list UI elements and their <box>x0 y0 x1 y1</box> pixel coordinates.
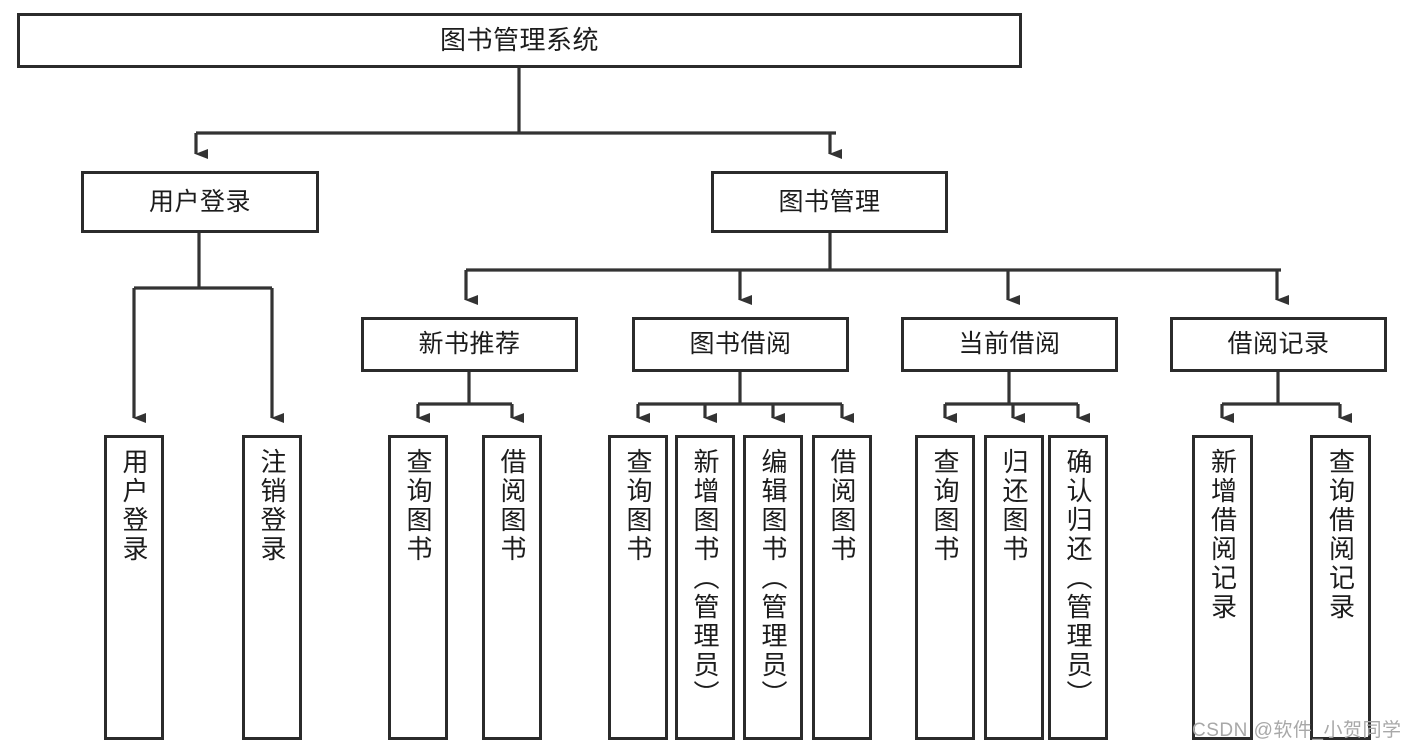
node-leaf-user-login-label: 用户登录 <box>119 448 150 564</box>
node-leaf-query-book-2-label: 查询图书 <box>623 448 654 564</box>
node-leaf-query-record[interactable]: 查询借阅记录 <box>1310 435 1371 740</box>
node-leaf-query-book-1[interactable]: 查询图书 <box>388 435 448 740</box>
node-book-borrow[interactable]: 图书借阅 <box>632 317 849 372</box>
node-leaf-confirm-return[interactable]: 确认归还（管理员） <box>1048 435 1108 740</box>
node-leaf-query-record-label: 查询借阅记录 <box>1325 448 1356 622</box>
node-root-label: 图书管理系统 <box>439 24 599 55</box>
node-leaf-borrow-book-1[interactable]: 借阅图书 <box>482 435 542 740</box>
node-book-manage-label: 图书管理 <box>778 187 881 216</box>
node-leaf-borrow-book-2-label: 借阅图书 <box>827 448 858 564</box>
node-user-login[interactable]: 用户登录 <box>81 171 319 233</box>
node-current-borrow[interactable]: 当前借阅 <box>901 317 1118 372</box>
node-borrow-record[interactable]: 借阅记录 <box>1170 317 1387 372</box>
node-book-borrow-label: 图书借阅 <box>689 330 792 359</box>
node-leaf-logout-label: 注销登录 <box>257 448 288 564</box>
node-leaf-user-login[interactable]: 用户登录 <box>104 435 164 740</box>
node-leaf-add-record-label: 新增借阅记录 <box>1207 448 1238 622</box>
node-user-login-label: 用户登录 <box>148 187 251 216</box>
node-current-borrow-label: 当前借阅 <box>958 330 1061 359</box>
node-borrow-record-label: 借阅记录 <box>1227 330 1330 359</box>
node-new-book-rec-label: 新书推荐 <box>418 330 521 359</box>
node-leaf-borrow-book-2[interactable]: 借阅图书 <box>812 435 872 740</box>
node-leaf-query-book-1-label: 查询图书 <box>403 448 434 564</box>
node-leaf-query-book-3-label: 查询图书 <box>930 448 961 564</box>
node-leaf-query-book-3[interactable]: 查询图书 <box>915 435 975 740</box>
node-leaf-edit-book[interactable]: 编辑图书（管理员） <box>743 435 803 740</box>
node-leaf-logout[interactable]: 注销登录 <box>242 435 302 740</box>
node-leaf-add-book-label: 新增图书（管理员） <box>690 448 721 709</box>
node-leaf-add-record[interactable]: 新增借阅记录 <box>1192 435 1253 740</box>
node-leaf-query-book-2[interactable]: 查询图书 <box>608 435 668 740</box>
node-leaf-return-book[interactable]: 归还图书 <box>984 435 1044 740</box>
node-root[interactable]: 图书管理系统 <box>17 13 1022 68</box>
node-book-manage[interactable]: 图书管理 <box>711 171 948 233</box>
node-leaf-return-book-label: 归还图书 <box>999 448 1030 564</box>
node-leaf-edit-book-label: 编辑图书（管理员） <box>758 448 789 709</box>
node-new-book-rec[interactable]: 新书推荐 <box>361 317 578 372</box>
tree-connectors <box>132 68 1352 423</box>
node-leaf-confirm-return-label: 确认归还（管理员） <box>1063 448 1094 709</box>
node-leaf-borrow-book-1-label: 借阅图书 <box>497 448 528 564</box>
node-leaf-add-book[interactable]: 新增图书（管理员） <box>675 435 735 740</box>
